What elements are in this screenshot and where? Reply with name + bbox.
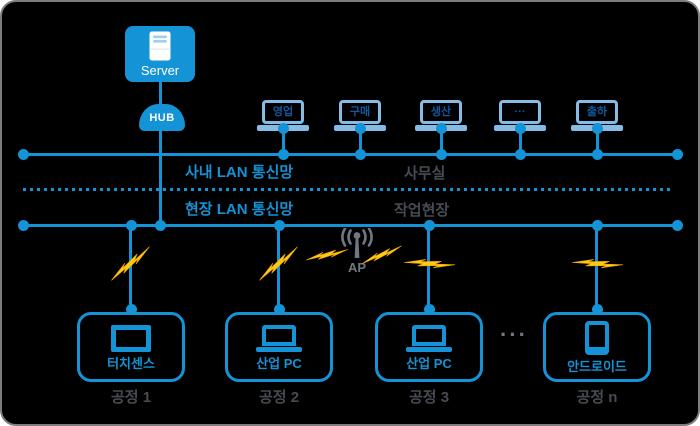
field-zone-label: 작업현장: [394, 202, 450, 219]
junction-dot: [274, 304, 285, 315]
laptop-screen-label: 구매: [349, 105, 371, 118]
office-zone-label: 사무실: [404, 165, 446, 182]
process-label-2: 공정 2: [258, 389, 300, 406]
wireless-bolt-icon: [404, 259, 456, 269]
device-label: 산업 PC: [256, 355, 302, 371]
hub-backbone-link: [159, 130, 162, 227]
office-lan-line: [23, 153, 677, 156]
process-link: [427, 226, 430, 312]
laptop-link: [596, 126, 599, 155]
process-label-1: 공정 1: [110, 389, 152, 406]
wireless-bolt-icon: [362, 245, 402, 264]
junction-dot: [126, 220, 137, 231]
process-ellipsis: ···: [500, 322, 528, 347]
junction-dot: [592, 304, 603, 315]
laptop-icon: ···: [499, 100, 541, 124]
process-label-n: 공정 n: [576, 389, 618, 406]
junction-dot: [592, 123, 603, 134]
laptop-link: [440, 126, 443, 155]
hub-label: HUB: [149, 111, 175, 124]
access-point-antenna-icon: [341, 228, 373, 258]
device-label: 터치센스: [107, 355, 155, 371]
office-lan-label: 사내 LAN 통신망: [185, 164, 294, 181]
wireless-bolt-icon: [259, 246, 298, 281]
process-box-industrial-pc-2: 산업 PC: [375, 312, 483, 382]
laptop-screen-label: ···: [514, 105, 526, 118]
process-link: [277, 226, 280, 312]
junction-dot: [355, 123, 366, 134]
junction-dot: [278, 123, 289, 134]
process-box-touch-sensor: 터치센스: [77, 312, 185, 382]
process-box-android: 안드로이드: [543, 312, 651, 382]
server-node: Server: [125, 26, 195, 82]
laptop-screen-label: 영업: [272, 105, 294, 118]
device-label: 안드로이드: [567, 359, 627, 374]
junction-dot: [424, 220, 435, 231]
junction-dot: [515, 149, 526, 160]
laptop-icon: [406, 324, 452, 352]
device-label: 산업 PC: [406, 355, 452, 371]
monitor-icon: [111, 324, 151, 352]
process-link: [129, 226, 132, 312]
field-lan-label: 현장 LAN 통신망: [185, 201, 294, 218]
junction-dot: [424, 304, 435, 315]
junction-dot: [515, 123, 526, 134]
junction-dot: [155, 220, 166, 231]
process-link: [595, 226, 598, 312]
laptop-icon: [256, 324, 302, 352]
process-label-3: 공정 3: [408, 389, 450, 406]
laptop-screen-label: 출하: [586, 105, 608, 118]
access-point-label: AP: [347, 260, 367, 275]
line-endpoint-dot: [18, 220, 29, 231]
server-label: Server: [140, 62, 180, 78]
junction-dot: [436, 123, 447, 134]
laptop-icon: 출하: [576, 100, 618, 124]
wireless-bolt-icon: [111, 246, 150, 281]
server-icon: [149, 31, 171, 60]
laptop-screen-label: 생산: [430, 105, 452, 118]
line-endpoint-dot: [672, 220, 683, 231]
tablet-icon: [585, 321, 609, 355]
line-endpoint-dot: [18, 149, 29, 160]
junction-dot: [592, 149, 603, 160]
laptop-icon: 생산: [420, 100, 462, 124]
junction-dot: [278, 149, 289, 160]
wireless-bolt-icon: [572, 259, 624, 269]
line-endpoint-dot: [672, 149, 683, 160]
junction-dot: [355, 149, 366, 160]
laptop-link: [519, 126, 522, 155]
junction-dot: [126, 304, 137, 315]
process-box-industrial-pc-1: 산업 PC: [225, 312, 333, 382]
laptop-icon: 영업: [262, 100, 304, 124]
wireless-bolt-icon: [306, 249, 349, 261]
junction-dot: [592, 220, 603, 231]
server-hub-link: [159, 80, 162, 106]
hub-node: HUB: [139, 104, 185, 131]
junction-dot: [274, 220, 285, 231]
junction-dot: [436, 149, 447, 160]
zone-separator-line: [23, 188, 673, 191]
field-lan-line: [23, 224, 677, 227]
laptop-icon: 구매: [339, 100, 381, 124]
laptop-link: [282, 126, 285, 155]
laptop-link: [359, 126, 362, 155]
